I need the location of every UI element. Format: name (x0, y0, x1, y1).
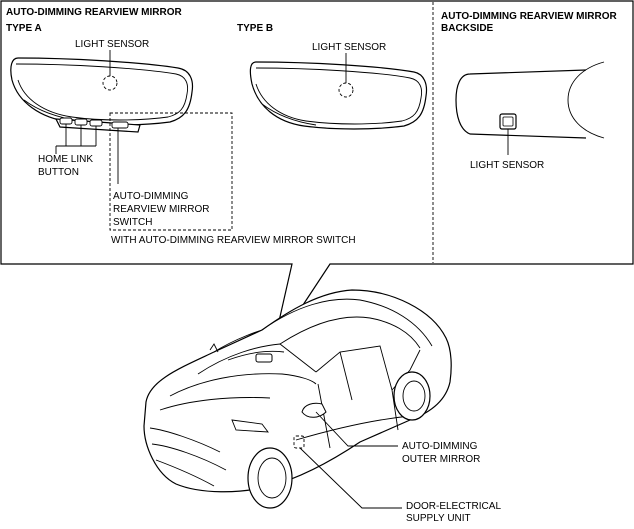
switch-label-line3: SWITCH (113, 217, 152, 228)
home-link-label-line2: BUTTON (38, 167, 79, 178)
car-illustration (143, 289, 452, 509)
with-switch-label: WITH AUTO-DIMMING REARVIEW MIRROR SWITCH (111, 235, 356, 246)
auto-dimming-switch (111, 121, 129, 129)
outer-mirror-label-line1: AUTO-DIMMING (402, 441, 478, 452)
mirror-backside (455, 61, 605, 139)
type-b-mirror (249, 61, 428, 130)
switch-option-box (109, 112, 233, 231)
backside-title-line1: AUTO-DIMMING REARVIEW MIRROR (441, 11, 618, 22)
type-a-light-sensor-label: LIGHT SENSOR (75, 39, 149, 50)
home-link-button-2 (74, 118, 88, 126)
type-b-light-sensor-label: LIGHT SENSOR (312, 42, 386, 53)
type-b-label: TYPE B (237, 23, 273, 34)
door-unit-label-line1: DOOR-ELECTRICAL (406, 501, 501, 512)
switch-label-line1: AUTO-DIMMING (113, 191, 189, 202)
car-door-electrical-unit (293, 435, 305, 449)
home-link-button-1 (59, 117, 73, 125)
door-unit-label-line2: SUPPLY UNIT (406, 513, 471, 524)
home-link-label-line1: HOME LINK (38, 154, 93, 165)
backside-light-sensor-label: LIGHT SENSOR (470, 160, 544, 171)
type-a-label: TYPE A (6, 23, 42, 34)
backside-title-line2: BACKSIDE (441, 23, 494, 34)
switch-label-line2: REARVIEW MIRROR (113, 204, 210, 215)
main-title: AUTO-DIMMING REARVIEW MIRROR (6, 7, 183, 18)
type-a-mirror (10, 57, 194, 133)
outer-mirror-label-line2: OUTER MIRROR (402, 454, 480, 465)
car-rearview-mirror (255, 353, 273, 363)
home-link-button-3 (89, 119, 103, 127)
home-link-leader (55, 124, 97, 154)
car-outer-mirror (301, 402, 327, 418)
